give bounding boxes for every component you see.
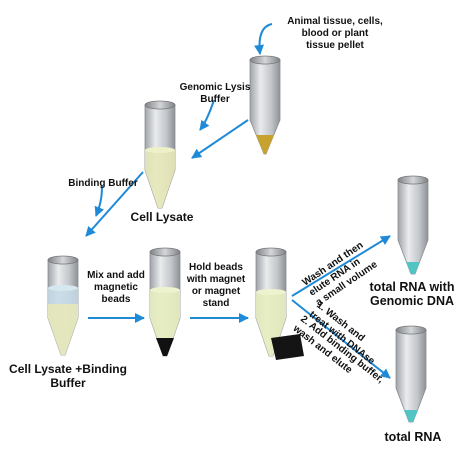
label-lysate-binding: Cell Lysate +Binding Buffer bbox=[9, 362, 127, 390]
tube-cell-lysate bbox=[144, 100, 176, 209]
flow-arrows bbox=[85, 23, 391, 379]
arrow-lysis-buffer bbox=[199, 99, 215, 131]
magnet bbox=[271, 334, 304, 360]
tube-mix-beads bbox=[149, 247, 181, 357]
label-total-rna: total RNA bbox=[384, 430, 442, 444]
arrow-to-rna-dna bbox=[291, 235, 391, 297]
arrow-binding-buffer bbox=[94, 185, 104, 217]
label-hold-beads: Hold beads with magnet or magnet stand bbox=[186, 262, 246, 309]
lysate-liquid bbox=[145, 150, 175, 208]
rna-dna-eluate bbox=[406, 262, 420, 274]
label-source-sample: Animal tissue, cells, blood or plant tis… bbox=[287, 16, 383, 51]
arrow-lysate-to-binding bbox=[85, 171, 144, 237]
tube-rna-dna bbox=[397, 175, 429, 275]
beads-pellet bbox=[156, 338, 174, 356]
tube-lysate-binding bbox=[47, 255, 79, 356]
lysate-layer bbox=[48, 304, 78, 355]
arrow-pellet-to-lysate bbox=[191, 119, 249, 159]
label-mix-beads: Mix and add magnetic beads bbox=[87, 270, 145, 305]
label-binding-buffer: Binding Buffer bbox=[68, 178, 138, 189]
tube-pellet bbox=[249, 55, 281, 155]
arrow-to-total-rna bbox=[291, 299, 391, 379]
supernatant bbox=[256, 292, 286, 356]
arrow-sample-in bbox=[254, 23, 273, 55]
pellet bbox=[256, 135, 274, 154]
tube-total-rna bbox=[395, 325, 427, 423]
label-genomic-lysis-buffer: Genomic Lysis Buffer bbox=[179, 82, 251, 105]
rna-eluate bbox=[404, 410, 418, 422]
label-total-rna-genomic-dna: total RNA with Genomic DNA bbox=[369, 280, 455, 308]
tube-on-magnet bbox=[255, 247, 304, 360]
label-cell-lysate: Cell Lysate bbox=[130, 210, 194, 224]
